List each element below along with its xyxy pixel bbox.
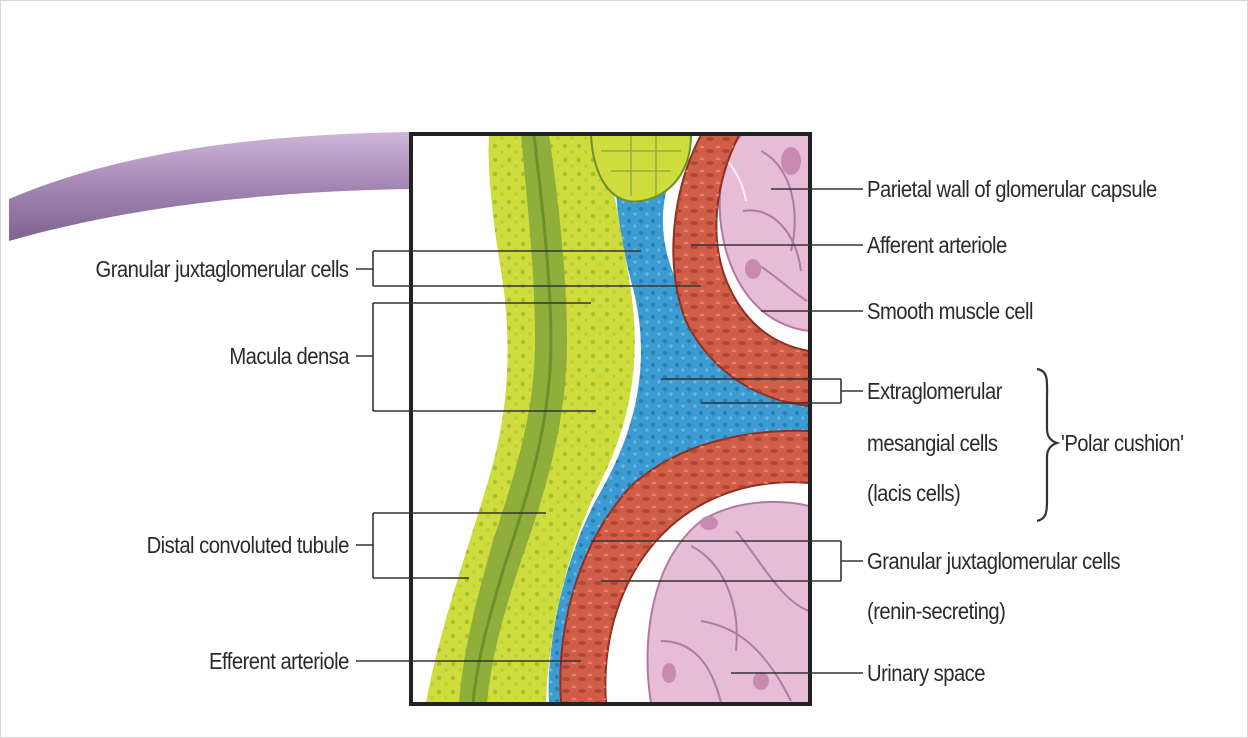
label-afferent-arteriole: Afferent arteriole — [867, 231, 1007, 259]
label-macula-densa: Macula densa — [229, 342, 349, 370]
label-parietal-wall: Parietal wall of glomerular capsule — [867, 175, 1157, 203]
label-extraglomerular-line2: mesangial cells — [867, 429, 997, 457]
label-extraglomerular-line3: (lacis cells) — [867, 479, 960, 507]
histology-panel — [412, 135, 809, 703]
label-extraglomerular-line1: Extraglomerular — [867, 377, 1002, 405]
label-smooth-muscle-cell: Smooth muscle cell — [867, 297, 1033, 325]
label-urinary-space: Urinary space — [867, 659, 985, 687]
label-granular-renin-line2: (renin-secreting) — [867, 597, 1005, 625]
label-distal-convoluted-tubule: Distal convoluted tubule — [147, 531, 349, 559]
label-efferent-arteriole: Efferent arteriole — [209, 647, 349, 675]
capsule-band — [9, 132, 412, 241]
label-polar-cushion: 'Polar cushion' — [1061, 429, 1183, 457]
label-granular-juxtaglomerular-cells: Granular juxtaglomerular cells — [96, 255, 349, 283]
label-granular-renin-line1: Granular juxtaglomerular cells — [867, 547, 1120, 575]
